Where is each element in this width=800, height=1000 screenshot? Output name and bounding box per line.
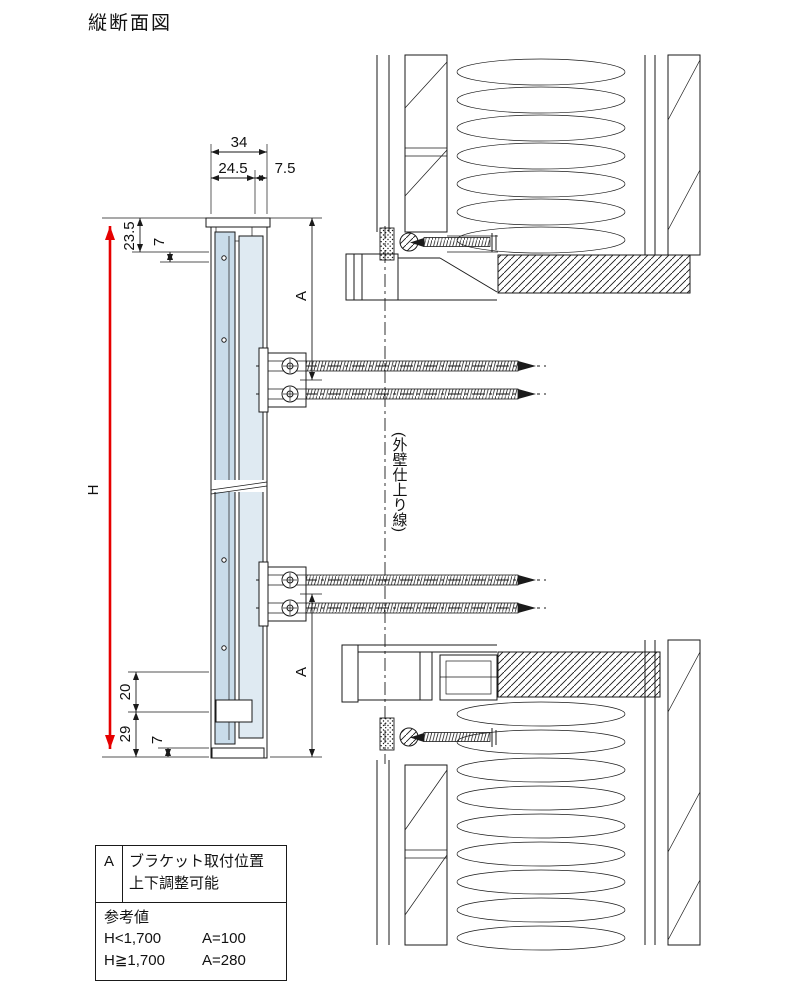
dim-label-34: 34 [231, 134, 248, 151]
legend-key: A [96, 846, 123, 902]
dim-label-A-top: A [293, 291, 310, 301]
legend-ref-title: 参考値 [104, 908, 150, 926]
dim-height-H: H [85, 217, 209, 758]
legend-ref-row: H≧1,700 A=280 [104, 950, 278, 972]
dim-label-23-5: 23.5 [121, 221, 138, 250]
legend-ref-row: H<1,700 A=100 [104, 928, 278, 950]
window-head-frame [341, 644, 498, 703]
wall-finish-line-label: (外壁仕上り線) [391, 432, 408, 532]
dim-top-split: 24.5 7.5 [211, 160, 295, 214]
screw-head-icon [281, 571, 299, 589]
fixing-screw-top [410, 233, 497, 252]
wood-stud-bottom [404, 764, 448, 946]
dim-label-24-5: 24.5 [218, 160, 247, 177]
ref-value: A=100 [202, 930, 246, 948]
dim-label-29: 29 [117, 726, 134, 743]
hatched-beam-top [497, 254, 691, 294]
dim-sill-stack: 20 29 7 [117, 671, 209, 757]
dim-label-20: 20 [117, 684, 134, 701]
ref-condition: H<1,700 [104, 930, 162, 948]
screw-head-icon [281, 599, 299, 617]
screw-head-icon [281, 357, 299, 375]
rail-assembly [205, 217, 271, 759]
screw-head-icon [281, 385, 299, 403]
legend-reference-values: 参考値 H<1,700 A=100 H≧1,700 A=280 [96, 903, 286, 980]
legend-desc-line2: 上下調整可能 [129, 874, 220, 892]
bracket-top [256, 347, 546, 413]
dim-bracket-A-bottom: A [270, 593, 322, 758]
dim-bracket-A-top: A [270, 217, 322, 381]
wall-finish-line: (外壁仕上り線) [384, 226, 408, 764]
dim-label-7-5: 7.5 [275, 160, 296, 177]
legend-desc-line1: ブラケット取付位置 [129, 853, 265, 870]
gasket-block-bottom [379, 717, 395, 751]
dim-label-H: H [85, 485, 102, 496]
gasket-block-top [379, 227, 395, 261]
dim-label-7-top: 7 [151, 238, 168, 246]
legend-bracket-note: A ブラケット取付位置 上下調整可能 [96, 846, 286, 903]
hatched-beam-bottom [497, 651, 661, 698]
insulation-bottom [456, 701, 626, 951]
dim-head-depth: 23.5 7 [121, 218, 209, 263]
insulation-top [456, 58, 626, 254]
bracket-bottom [256, 561, 546, 627]
wall-structure-bottom [341, 639, 701, 951]
legend-table: A ブラケット取付位置 上下調整可能 参考値 H<1,700 A=100 H≧1… [95, 845, 287, 981]
wood-column-bottom [667, 639, 701, 946]
head-flashing-detail [345, 227, 498, 301]
ref-condition: H≧1,700 [104, 952, 165, 969]
dim-label-7-bottom: 7 [149, 736, 166, 744]
dim-label-A-bottom: A [293, 667, 310, 677]
wood-stud-top [404, 54, 448, 233]
ref-value: A=280 [202, 952, 246, 969]
wood-column-top [667, 54, 701, 256]
wall-structure-top [376, 54, 701, 294]
fixing-screw-bottom [410, 728, 497, 747]
page-title: 縦断面図 [88, 13, 173, 34]
